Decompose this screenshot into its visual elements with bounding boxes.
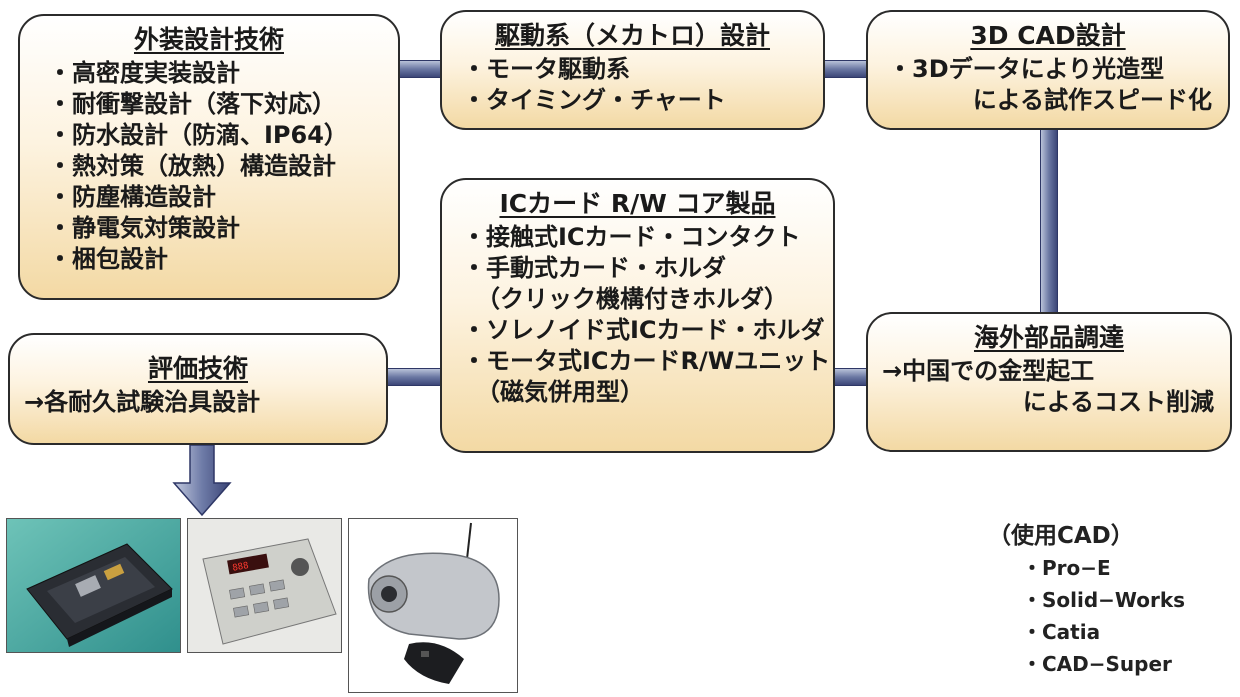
box-exterior-design: 外装設計技術 ・高密度実装設計 ・耐衝撃設計（落下対応） ・防水設計（防滴、IP… [18,14,400,300]
box-drive-design: 駆動系（メカトロ）設計 ・モータ駆動系 ・タイミング・チャート [440,10,825,130]
ic-card-item: ・接触式ICカード・コンタクト [462,223,801,251]
product-photo-circuit-board [6,518,181,653]
exterior-item: ・静電気対策設計 [48,214,240,242]
box-ic-card: ICカード R/W コア製品 ・接触式ICカード・コンタクト ・手動式カード・ホ… [440,178,835,453]
cad-software-list: （使用CAD） ・Pro−E ・Solid−Works ・Catia ・CAD−… [988,520,1185,680]
evaluation-item: →各耐久試験治具設計 [24,388,261,416]
cad3d-item: ・3Dデータにより光造型 [888,55,1165,83]
ic-card-item: ・モータ式ICカードR/Wユニット [462,347,831,375]
cad-list-item: ・CAD−Super [1022,652,1172,676]
cad-list-item: ・Solid−Works [1022,588,1186,612]
ic-card-item: ・手動式カード・ホルダ [462,254,726,282]
box-3d-cad-title: 3D CAD設計 [970,21,1126,50]
product-photo-camera-key [348,518,518,693]
ic-card-item: （磁気併用型） [476,378,644,406]
exterior-item: ・梱包設計 [48,245,168,273]
exterior-item: ・防塵構造設計 [48,183,216,211]
overseas-item: によるコスト削減 [1022,388,1214,416]
exterior-item: ・防水設計（防滴、IP64） [48,121,348,149]
box-exterior-title: 外装設計技術 [133,25,284,54]
connector-cad3d-overseas [1040,125,1058,320]
exterior-item: ・高密度実装設計 [48,59,240,87]
box-evaluation: 評価技術 →各耐久試験治具設計 [8,333,388,445]
cad-list-heading: （使用CAD） [988,523,1134,549]
cad3d-item: による試作スピード化 [972,86,1212,114]
box-overseas-procurement: 海外部品調達 →中国での金型起工 によるコスト削減 [866,312,1232,452]
drive-item: ・タイミング・チャート [462,86,726,114]
product-photo-tester-unit: 888 [187,518,342,653]
box-evaluation-title: 評価技術 [147,354,248,383]
box-overseas-title: 海外部品調達 [973,323,1124,352]
ic-card-item: （クリック機構付きホルダ） [476,285,788,313]
drive-item: ・モータ駆動系 [462,55,630,83]
svg-text:888: 888 [232,561,250,574]
exterior-item: ・耐衝撃設計（落下対応） [48,90,336,118]
box-ic-card-title: ICカード R/W コア製品 [499,189,776,218]
box-3d-cad: 3D CAD設計 ・3Dデータにより光造型 による試作スピード化 [866,10,1230,130]
exterior-item: ・熱対策（放熱）構造設計 [48,152,336,180]
cad-list-item: ・Catia [1022,620,1101,644]
down-arrow-icon [172,445,232,517]
box-drive-title: 駆動系（メカトロ）設計 [494,21,770,50]
cad-list-item: ・Pro−E [1022,556,1111,580]
overseas-item: →中国での金型起工 [882,357,1095,385]
ic-card-item: ・ソレノイド式ICカード・ホルダ [462,316,825,344]
